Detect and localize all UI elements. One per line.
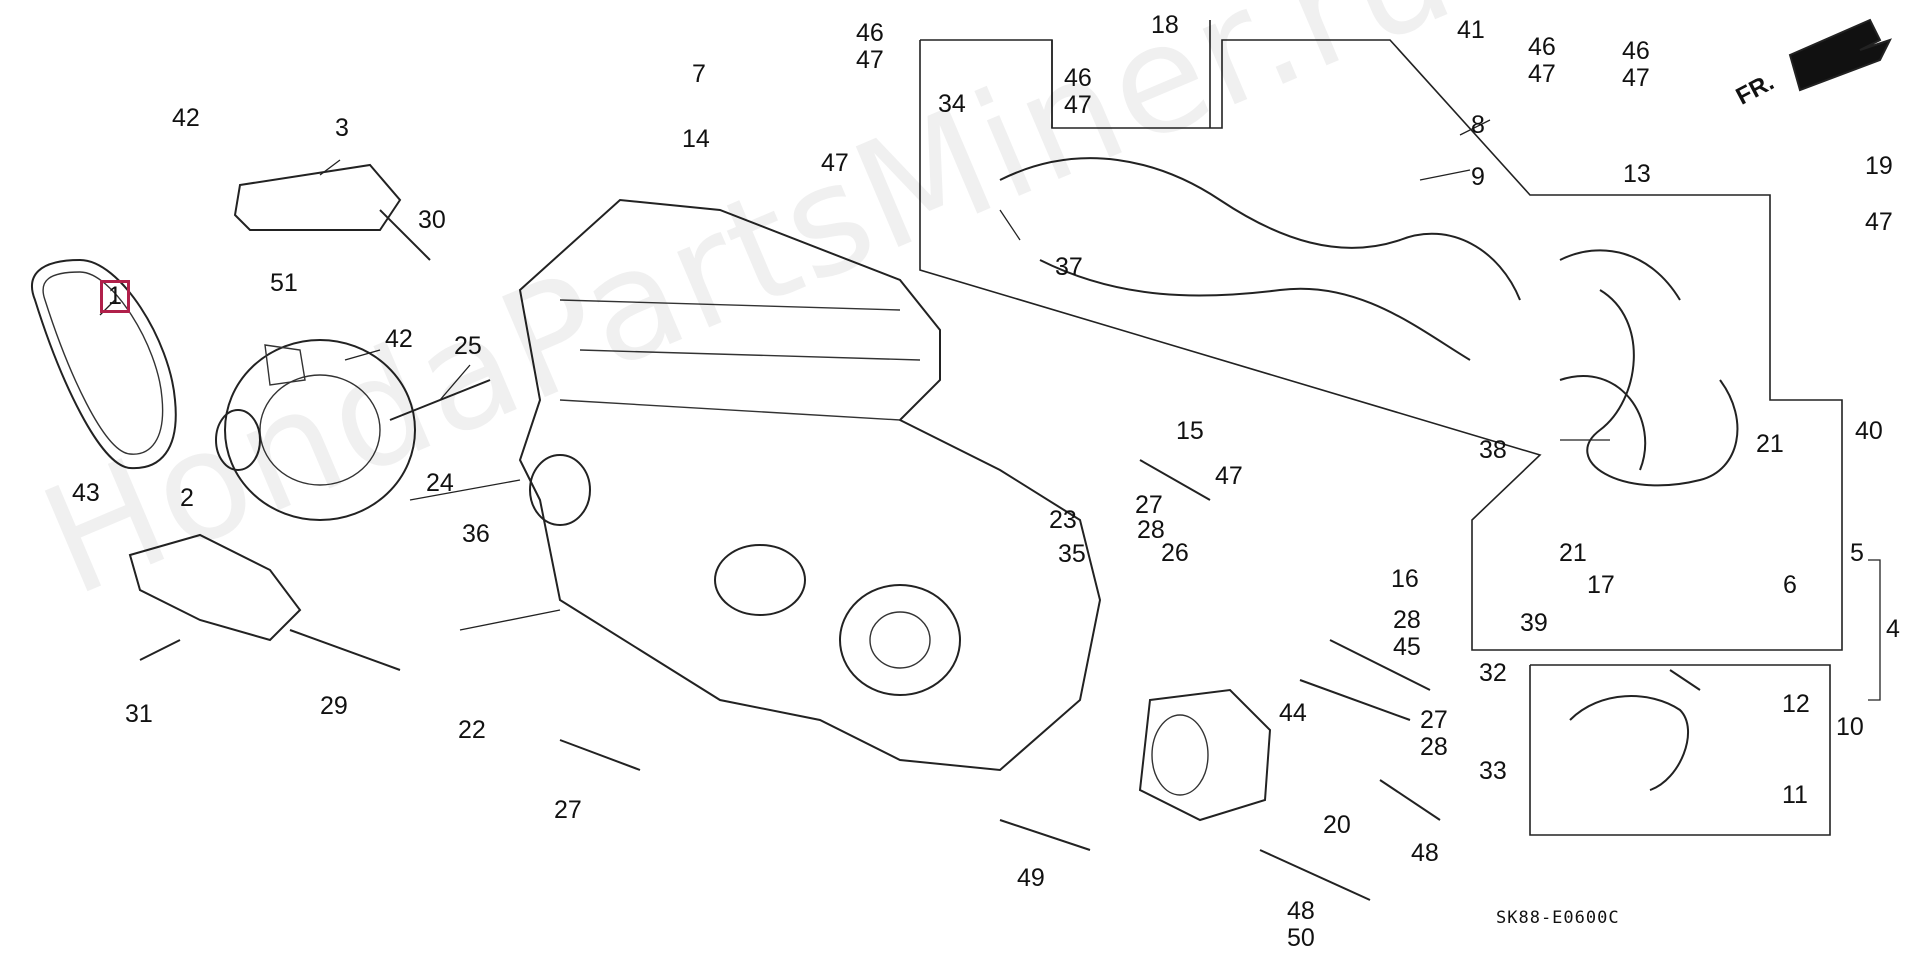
part-callout-51[interactable]: 51 [270,269,298,297]
part-callout-13[interactable]: 13 [1623,160,1651,188]
part-callout-42[interactable]: 42 [385,325,413,353]
part-callout-2[interactable]: 2 [180,484,194,512]
part-callout-47[interactable]: 47 [1865,208,1893,236]
diagram-code: SK88-E0600C [1496,908,1620,928]
part-callout-32[interactable]: 32 [1479,659,1507,687]
part-callout-47[interactable]: 47 [1215,462,1243,490]
part-callout-47[interactable]: 47 [821,149,849,177]
part-callout-43[interactable]: 43 [72,479,100,507]
part-callout-27[interactable]: 27 [554,796,582,824]
part-callout-11[interactable]: 11 [1782,781,1808,809]
part-callout-26[interactable]: 26 [1161,539,1189,567]
part-callout-33[interactable]: 33 [1479,757,1507,785]
part-callout-25[interactable]: 25 [454,332,482,360]
part-callout-6[interactable]: 6 [1783,571,1797,599]
part-callout-22[interactable]: 22 [458,716,486,744]
part-callout-3[interactable]: 3 [335,114,349,142]
part-callout-27[interactable]: 27 [1135,491,1163,519]
part-callout-12[interactable]: 12 [1782,690,1810,718]
part-callout-40[interactable]: 40 [1855,417,1883,445]
part-callout-23[interactable]: 23 [1049,506,1077,534]
part-callout-38[interactable]: 38 [1479,436,1507,464]
part-callout-49[interactable]: 49 [1017,864,1045,892]
part-callout-10[interactable]: 10 [1836,713,1864,741]
part-callout-15[interactable]: 15 [1176,417,1204,445]
part-callout-29[interactable]: 29 [320,692,348,720]
part-callout-7[interactable]: 7 [692,60,706,88]
part-callout-16[interactable]: 16 [1391,565,1419,593]
part-callout-14[interactable]: 14 [682,125,710,153]
part-callout-42[interactable]: 42 [172,104,200,132]
part-callout-44[interactable]: 44 [1279,699,1307,727]
part-callout-36[interactable]: 36 [462,520,490,548]
part-callout-30[interactable]: 30 [418,206,446,234]
part-callout-41[interactable]: 41 [1457,16,1485,44]
part-callout-28[interactable]: 28 [1137,516,1165,544]
part-callout-48[interactable]: 48 [1411,839,1439,867]
part-callout-31[interactable]: 31 [125,700,153,728]
part-callout-8[interactable]: 8 [1471,111,1485,139]
part-callout-21[interactable]: 21 [1559,539,1587,567]
part-callout-37[interactable]: 37 [1055,253,1083,281]
part-callout-19[interactable]: 19 [1865,152,1893,180]
part-callout-21[interactable]: 21 [1756,430,1784,458]
part-callout-39[interactable]: 39 [1520,609,1548,637]
part-callout-24[interactable]: 24 [426,469,454,497]
part-callout-9[interactable]: 9 [1471,163,1485,191]
part-callout-5[interactable]: 5 [1850,539,1864,567]
part-callout-35[interactable]: 35 [1058,540,1086,568]
part-callout-17[interactable]: 17 [1587,571,1615,599]
part-callout-4[interactable]: 4 [1886,615,1900,643]
part-callout-20[interactable]: 20 [1323,811,1351,839]
part-callout-1[interactable]: 1 [100,280,130,313]
part-callout-18[interactable]: 18 [1151,11,1179,39]
part-callout-34[interactable]: 34 [938,90,966,118]
